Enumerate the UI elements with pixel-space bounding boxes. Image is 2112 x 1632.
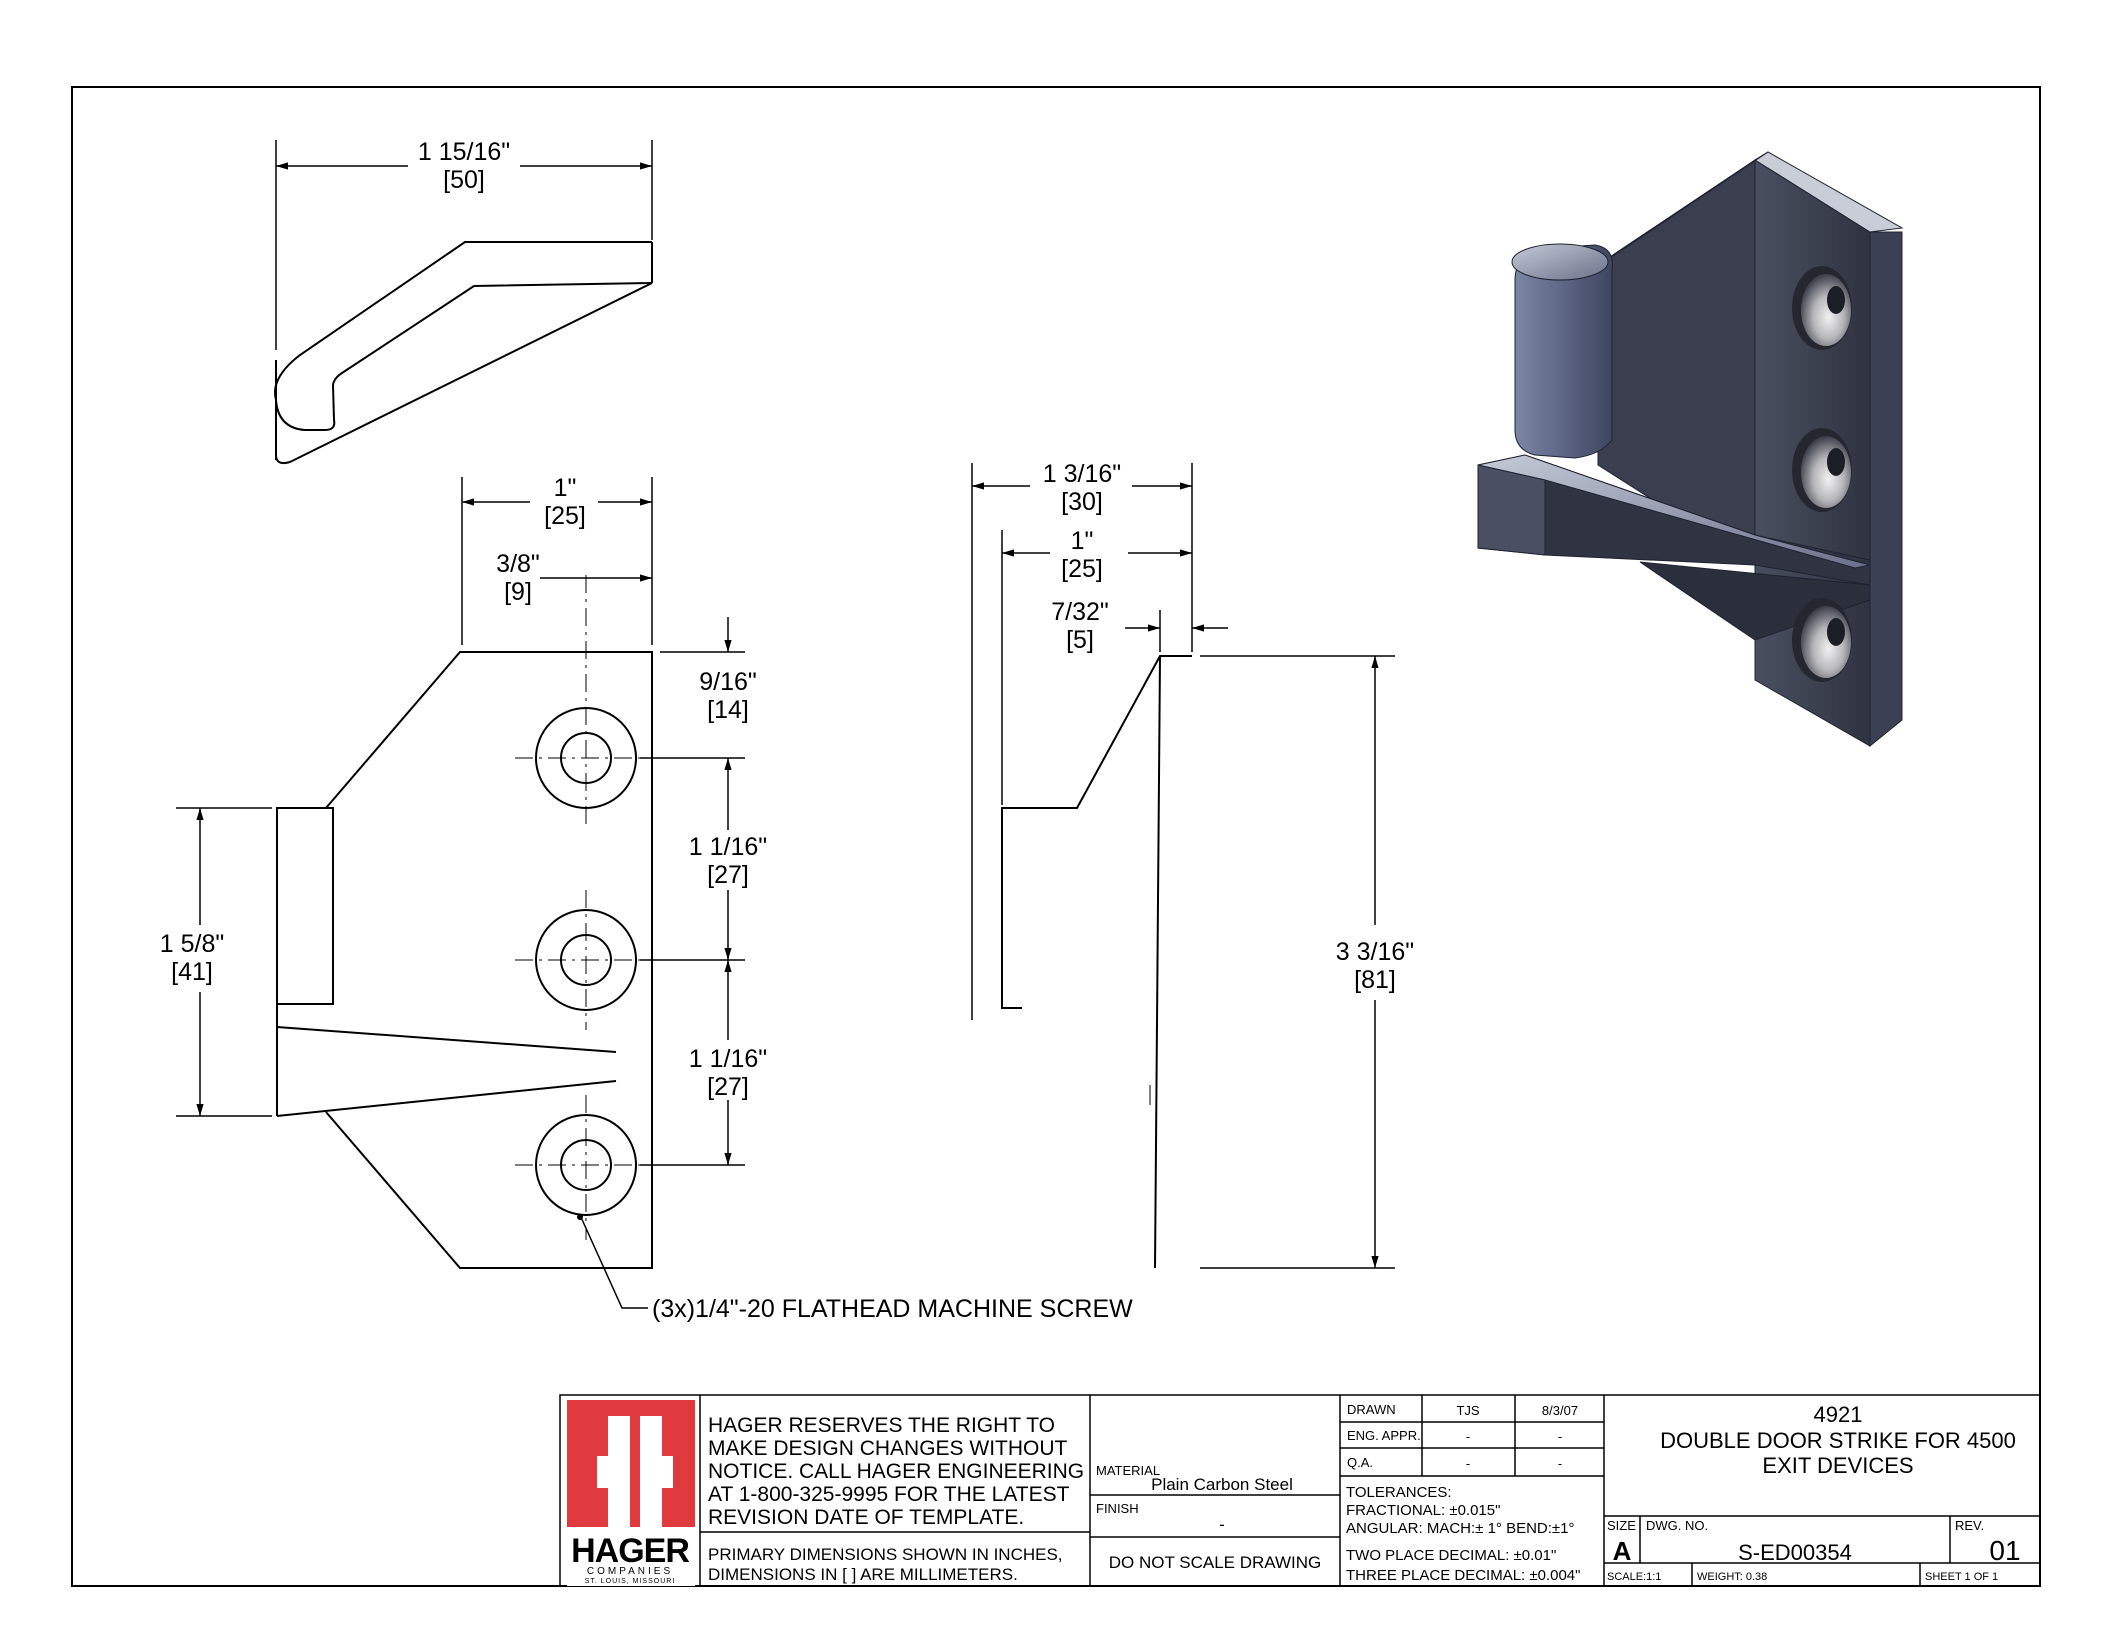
dim-side-3-3-16-in: 3 3/16" [1336,938,1414,966]
dim-front-1-1-16-b-mm: [27] [707,1073,749,1101]
dim-side-1in-mm: [25] [1061,555,1103,583]
dim-side-3-3-16-mm: [81] [1354,966,1396,994]
dim-side-1in: 1" [25] [1001,527,1192,805]
part-number: 4921 [1814,1402,1863,1427]
dim-side-7-32-mm: [5] [1066,626,1094,654]
dim-front-1-5-8-mm: [41] [171,958,213,986]
do-not-scale: DO NOT SCALE DRAWING [1109,1553,1322,1572]
dim-front-3-8-mm: [9] [504,578,532,606]
screw-callout: (3x)1/4"-20 FLATHEAD MACHINE SCREW [577,1214,1133,1323]
dim-front-1-1-16-a-in: 1 1/16" [689,833,767,861]
iso-hole-bottom [1792,598,1852,682]
tolerance-line-2: FRACTIONAL: ±0.015" [1346,1502,1500,1519]
scale-value: SCALE:1:1 [1607,1571,1661,1583]
size-label: SIZE [1607,1518,1636,1533]
finish-label: FINISH [1096,1501,1139,1516]
hager-logo-sub1: COMPANIES [587,1566,673,1577]
hager-logo-name: HAGER [571,1532,689,1570]
dim-side-7-32: 7/32" [5] [1051,598,1228,654]
dim-front-1-1-16-b-in: 1 1/16" [689,1045,767,1073]
hager-logo-sub2: ST. LOUIS, MISSOURI [585,1578,676,1585]
weight-value: WEIGHT: 0.38 [1697,1571,1767,1583]
notice: HAGER RESERVES THE RIGHT TO MAKE DESIGN … [708,1414,1084,1584]
isometric-render [1477,151,1904,748]
dwg-no-label: DWG. NO. [1646,1518,1708,1533]
dim-front-3-8-in: 3/8" [496,550,540,578]
hager-logo-mark [567,1400,695,1527]
qa-by: - [1466,1456,1470,1471]
dim-front-1-1-16-a: 1 1/16" [27] [640,758,767,961]
drawn-date: 8/3/07 [1542,1403,1578,1418]
side-view [1001,655,1192,1269]
size-value: A [1613,1536,1632,1566]
dim-side-1-3-16-in: 1 3/16" [1043,460,1121,488]
drawing-title-line-1: DOUBLE DOOR STRIKE FOR 4500 [1660,1428,2016,1453]
iso-hole-middle [1792,428,1852,512]
notice-line-3: NOTICE. CALL HAGER ENGINEERING [708,1460,1084,1483]
dim-front-1in-in: 1" [554,474,577,502]
iso-hole-top [1792,266,1852,350]
dim-front-1-1-16-a-mm: [27] [707,861,749,889]
dim-side-3-3-16: 3 3/16" [81] [1200,655,1414,1269]
hager-logo: HAGER COMPANIES ST. LOUIS, MISSOURI [567,1400,695,1586]
dim-front-9-16-mm: [14] [707,696,749,724]
front-view-centerlines [515,575,650,1240]
rev-label: REV. [1955,1518,1984,1533]
eng-appr-date: - [1558,1429,1562,1444]
qa-date: - [1558,1456,1562,1471]
screw-note: (3x)1/4"-20 FLATHEAD MACHINE SCREW [652,1295,1133,1323]
dim-front-1-1-16-b: 1 1/16" [27] [640,960,767,1166]
rev-value: 01 [1989,1535,2020,1566]
eng-appr-by: - [1466,1429,1470,1444]
dim-front-1-5-8-in: 1 5/8" [160,930,224,958]
top-view [274,241,653,465]
tolerance-line-4: TWO PLACE DECIMAL: ±0.01" [1346,1547,1556,1564]
dim-top-width-in: 1 15/16" [418,138,510,166]
notice-line-1: HAGER RESERVES THE RIGHT TO [708,1414,1055,1437]
dim-side-1-3-16: 1 3/16" [30] [971,460,1193,1020]
notice-line-2: MAKE DESIGN CHANGES WITHOUT [708,1437,1068,1460]
dim-front-3-8: 3/8" [9] [496,550,652,606]
dim-side-1in-in: 1" [1071,527,1094,555]
finish-value: - [1219,1515,1225,1534]
dwg-no-value: S-ED00354 [1738,1540,1852,1565]
drawn-by: TJS [1456,1403,1479,1418]
dim-front-1in-mm: [25] [544,502,586,530]
units-note-line-1: PRIMARY DIMENSIONS SHOWN IN INCHES, [708,1545,1063,1564]
dim-front-1in: 1" [25] [461,474,653,645]
drawn-label: DRAWN [1347,1402,1396,1417]
qa-label: Q.A. [1347,1455,1373,1470]
tolerance-line-3: ANGULAR: MACH:± 1° BEND:±1° [1346,1520,1575,1537]
dim-side-7-32-in: 7/32" [1051,598,1109,626]
dim-top-width: 1 15/16" [50] [275,138,653,350]
dim-top-width-mm: [50] [443,166,485,194]
eng-appr-label: ENG. APPR. [1347,1428,1421,1443]
notice-line-4: AT 1-800-325-9995 FOR THE LATEST [708,1483,1070,1506]
material-value: Plain Carbon Steel [1151,1475,1293,1494]
tolerance-line-5: THREE PLACE DECIMAL: ±0.004" [1346,1567,1580,1584]
drawing-title-line-2: EXIT DEVICES [1762,1453,1913,1478]
notice-line-5: REVISION DATE OF TEMPLATE. [708,1506,1024,1529]
title-block [559,1394,2041,1587]
material-label: MATERIAL [1096,1463,1160,1478]
dim-front-9-16-in: 9/16" [699,668,757,696]
units-note-line-2: DIMENSIONS IN [ ] ARE MILLIMETERS. [708,1565,1018,1584]
dim-front-9-16: 9/16" [14] [640,617,757,759]
dim-front-1-5-8: 1 5/8" [41] [160,807,272,1117]
sheet-value: SHEET 1 OF 1 [1925,1571,1998,1583]
dim-side-1-3-16-mm: [30] [1061,488,1103,516]
tolerance-line-1: TOLERANCES: [1346,1484,1452,1501]
